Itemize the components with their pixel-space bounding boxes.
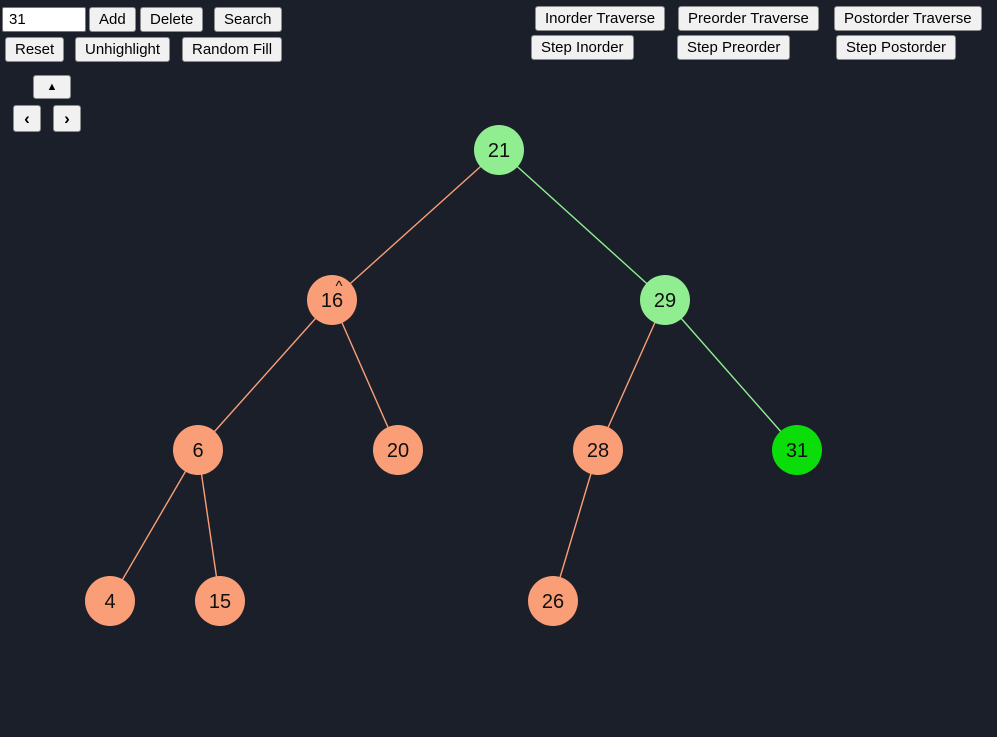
value-input[interactable] xyxy=(2,7,86,32)
reset-button[interactable]: Reset xyxy=(5,37,65,62)
tree-node-label: 16 xyxy=(321,290,343,312)
tree-node-circle xyxy=(528,576,578,626)
nav-left-child-button[interactable]: ‹ xyxy=(13,105,41,132)
chevron-right-icon: › xyxy=(64,108,70,128)
search-button[interactable]: Search xyxy=(214,7,282,32)
tree-node-circle xyxy=(173,425,223,475)
tree-edge-16-20 xyxy=(331,299,399,451)
tree-node-28: 28 xyxy=(573,425,623,475)
tree-node-29: 29 xyxy=(640,275,690,325)
random-fill-button[interactable]: Random Fill xyxy=(182,37,283,62)
nav-parent-button[interactable]: ▲ xyxy=(33,75,71,99)
tree-node-26: 26 xyxy=(528,576,578,626)
add-button[interactable]: Add xyxy=(89,7,136,32)
inorder-traverse-button[interactable]: Inorder Traverse xyxy=(535,6,666,31)
tree-edge-6-15 xyxy=(197,449,221,602)
step-preorder-button[interactable]: Step Preorder xyxy=(677,35,791,60)
tree-node-label: 26 xyxy=(542,591,564,613)
tree-node-label: 29 xyxy=(654,290,676,312)
tree-node-circle xyxy=(373,425,423,475)
tree-edge-6-4 xyxy=(109,449,199,602)
postorder-traverse-button[interactable]: Postorder Traverse xyxy=(834,6,982,31)
tree-node-circle xyxy=(195,576,245,626)
tree-edge-29-31 xyxy=(664,299,798,451)
step-inorder-button[interactable]: Step Inorder xyxy=(531,35,634,60)
tree-node-label: 4 xyxy=(104,591,115,613)
tree-node-31: 31 xyxy=(772,425,822,475)
chevron-left-icon: ‹ xyxy=(24,108,30,128)
tree-node-label: 6 xyxy=(192,440,203,462)
preorder-traverse-button[interactable]: Preorder Traverse xyxy=(678,6,819,31)
tree-node-15: 15 xyxy=(195,576,245,626)
tree-node-circle xyxy=(772,425,822,475)
tree-edge-21-29 xyxy=(498,149,666,301)
tree-node-circle xyxy=(474,125,524,175)
step-postorder-button[interactable]: Step Postorder xyxy=(836,35,957,60)
tree-node-label: 15 xyxy=(209,591,231,613)
tree-node-label: 28 xyxy=(587,440,609,462)
unhighlight-button[interactable]: Unhighlight xyxy=(75,37,171,62)
up-arrow-icon: ▲ xyxy=(46,81,58,93)
tree-node-21: 21 xyxy=(474,125,524,175)
tree-node-6: 6 xyxy=(173,425,223,475)
tree-node-20: 20 xyxy=(373,425,423,475)
tree-edge-21-16 xyxy=(331,149,500,301)
tree-node-16: 16^ xyxy=(307,275,357,325)
tree-node-4: 4 xyxy=(85,576,135,626)
tree-node-circle xyxy=(307,275,357,325)
tree-edge-29-28 xyxy=(597,299,666,451)
tree-node-circle xyxy=(573,425,623,475)
tree-node-circle xyxy=(640,275,690,325)
current-node-caret-marker: ^ xyxy=(335,278,342,295)
tree-node-label: 31 xyxy=(786,440,808,462)
delete-button[interactable]: Delete xyxy=(140,7,204,32)
tree-node-label: 20 xyxy=(387,440,409,462)
tree-node-circle xyxy=(85,576,135,626)
tree-node-label: 21 xyxy=(488,140,510,162)
tree-edge-28-26 xyxy=(552,449,599,602)
nav-right-child-button[interactable]: › xyxy=(53,105,81,132)
tree-edge-16-6 xyxy=(197,299,333,451)
